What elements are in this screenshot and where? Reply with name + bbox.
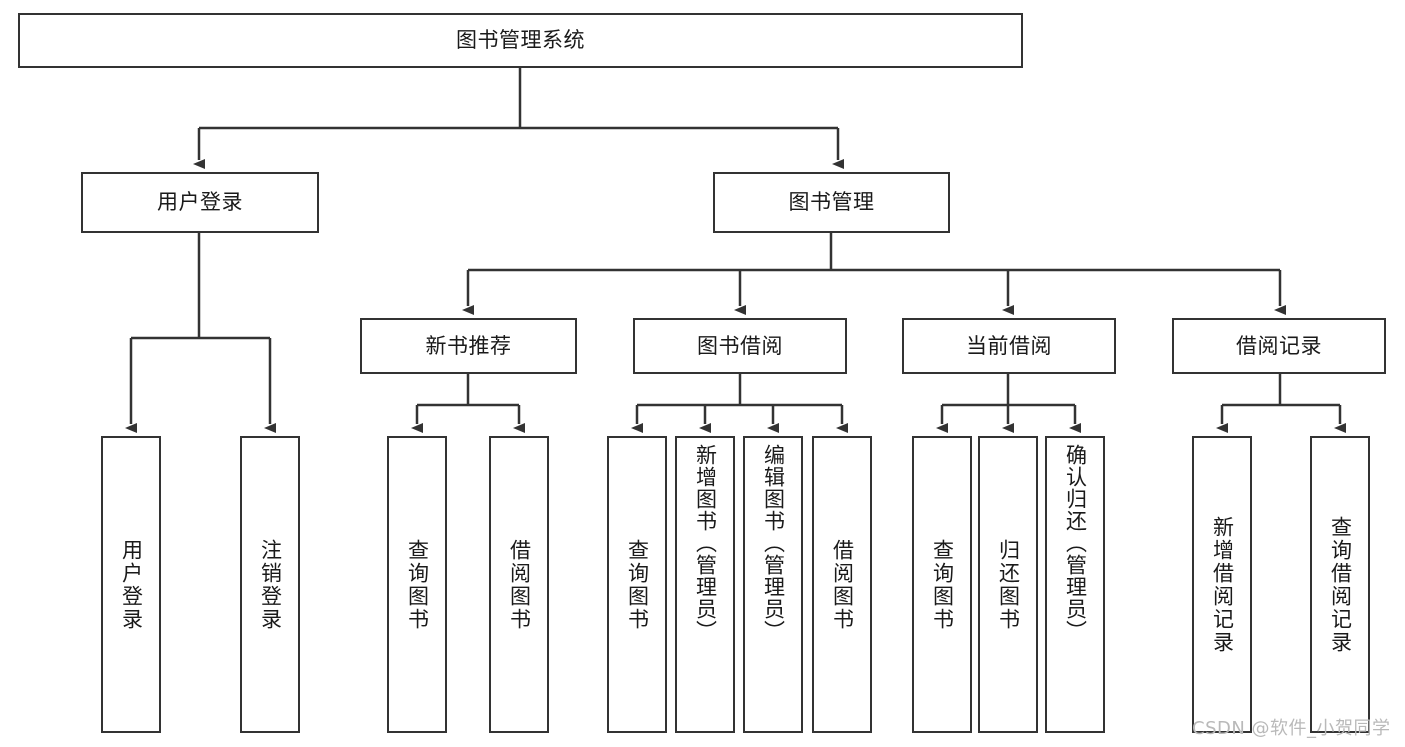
node-book-borrow[interactable]: 图书借阅	[633, 318, 847, 374]
leaf-current-query-book-label: 查询图书	[930, 538, 955, 631]
node-book-management-label: 图书管理	[788, 190, 875, 215]
leaf-newbook-query-book-label: 查询图书	[405, 538, 430, 631]
leaf-record-add-record-label: 新增借阅记录	[1210, 515, 1235, 654]
leaf-user-login-login-label: 用户登录	[119, 538, 144, 631]
leaf-borrow-borrow-book[interactable]: 借阅图书	[812, 436, 872, 733]
csdn-watermark: CSDN @软件_小贺同学	[1192, 718, 1391, 739]
node-book-management[interactable]: 图书管理	[713, 172, 950, 233]
node-new-book-recommend-label: 新书推荐	[425, 333, 512, 358]
node-root[interactable]: 图书管理系统	[18, 13, 1023, 68]
leaf-user-login-logout-label: 注销登录	[258, 538, 283, 631]
leaf-record-query-record-label: 查询借阅记录	[1328, 515, 1353, 654]
node-user-login[interactable]: 用户登录	[81, 172, 319, 233]
leaf-current-return-book[interactable]: 归还图书	[978, 436, 1038, 733]
leaf-current-query-book[interactable]: 查询图书	[912, 436, 972, 733]
node-new-book-recommend[interactable]: 新书推荐	[360, 318, 577, 374]
node-borrow-record[interactable]: 借阅记录	[1172, 318, 1386, 374]
leaf-user-login-login[interactable]: 用户登录	[101, 436, 161, 733]
node-current-borrow-label: 当前借阅	[966, 333, 1052, 358]
leaf-borrow-borrow-book-label: 借阅图书	[830, 538, 855, 631]
leaf-record-add-record[interactable]: 新增借阅记录	[1192, 436, 1252, 733]
leaf-borrow-edit-book-admin-label: 编辑图书（管理员）	[761, 444, 786, 642]
leaf-current-confirm-return-admin[interactable]: 确认归还（管理员）	[1045, 436, 1105, 733]
leaf-borrow-query-book[interactable]: 查询图书	[607, 436, 667, 733]
node-borrow-record-label: 借阅记录	[1236, 333, 1322, 358]
node-root-label: 图书管理系统	[456, 28, 585, 53]
leaf-borrow-query-book-label: 查询图书	[625, 538, 650, 631]
leaf-newbook-query-book[interactable]: 查询图书	[387, 436, 447, 733]
leaf-record-query-record[interactable]: 查询借阅记录	[1310, 436, 1370, 733]
node-book-borrow-label: 图书借阅	[697, 333, 783, 358]
node-current-borrow[interactable]: 当前借阅	[902, 318, 1116, 374]
node-user-login-label: 用户登录	[157, 190, 243, 215]
leaf-borrow-add-book-admin[interactable]: 新增图书（管理员）	[675, 436, 735, 733]
leaf-current-confirm-return-admin-label: 确认归还（管理员）	[1063, 444, 1088, 642]
leaf-borrow-add-book-admin-label: 新增图书（管理员）	[693, 444, 718, 642]
leaf-newbook-borrow-book-label: 借阅图书	[507, 538, 532, 631]
leaf-newbook-borrow-book[interactable]: 借阅图书	[489, 436, 549, 733]
leaf-current-return-book-label: 归还图书	[996, 538, 1021, 631]
leaf-user-login-logout[interactable]: 注销登录	[240, 436, 300, 733]
leaf-borrow-edit-book-admin[interactable]: 编辑图书（管理员）	[743, 436, 803, 733]
